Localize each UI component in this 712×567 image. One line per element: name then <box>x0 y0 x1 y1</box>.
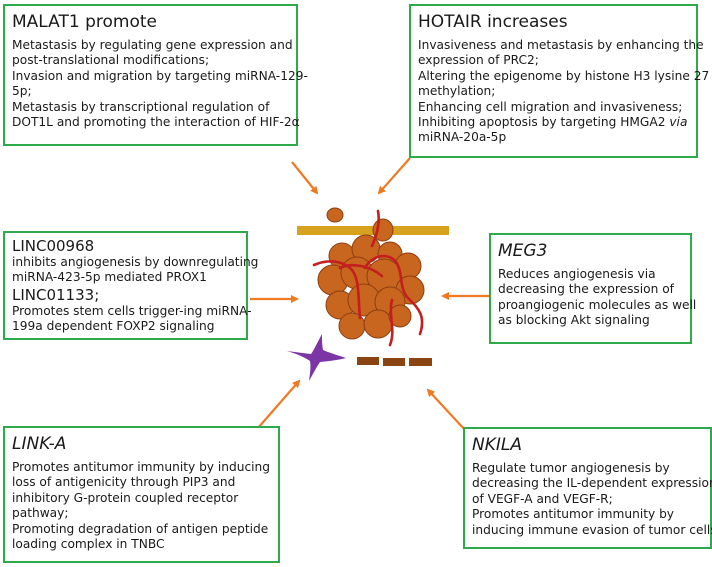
hotair-line-via: via <box>669 115 688 130</box>
linc-line: inhibits angiogenesis by downregulating <box>12 255 259 269</box>
brick <box>409 358 432 366</box>
arrow-linka <box>257 379 301 429</box>
nkila-line: Promotes antitumor immunity by <box>472 507 675 522</box>
meg3-line: decreasing the expression of <box>498 282 674 297</box>
arrow-malat1 <box>291 161 319 195</box>
linka-title: LINK-A <box>12 434 67 454</box>
linka-line: pathway; <box>12 506 69 521</box>
blood-vessels <box>312 209 424 347</box>
nkila-line: decreasing the IL-dependent expression <box>472 476 712 491</box>
malat1-line: Invasion and migration by targeting miRN… <box>12 68 308 83</box>
linc01133-title: LINC01133; <box>12 285 100 304</box>
star-cell <box>287 334 346 381</box>
hotair-line: miRNA-20a-5p <box>418 130 507 145</box>
meg3-title: MEG3 <box>498 241 548 261</box>
hotair-line-text: Inhibiting apoptosis by targeting HMGA2 <box>418 115 670 130</box>
brick <box>357 357 379 365</box>
nkila-line: inducing immune evasion of tumor cells <box>472 522 712 537</box>
hotair-line: expression of PRC2; <box>418 53 539 68</box>
malat1-line: 5p; <box>12 84 32 99</box>
hotair-box: HOTAIR increases Invasiveness and metast… <box>409 4 710 158</box>
linka-line: Promoting degradation of antigen peptide <box>12 521 269 536</box>
nkila-line: Regulate tumor angiogenesis by <box>472 461 670 475</box>
linka-line: loading complex in TNBC <box>12 537 165 552</box>
hotair-line: methylation; <box>418 84 496 99</box>
linc-line: miRNA-423-5p mediated PROX1 <box>12 270 207 285</box>
small-cell <box>326 207 344 223</box>
linc-box: LINC00968 inhibits angiogenesis by downr… <box>3 231 259 340</box>
malat1-line: Metastasis by transcriptional regulation… <box>12 99 270 114</box>
brick <box>383 358 405 366</box>
linka-line: Promotes antitumor immunity by inducing <box>12 460 271 474</box>
meg3-box: MEG3 Reduces angiogenesis via decreasing… <box>489 233 697 344</box>
hotair-line: Altering the epigenome by histone H3 lys… <box>418 68 710 83</box>
arrow-hotair <box>377 157 411 195</box>
nkila-title: NKILA <box>472 435 522 455</box>
nkila-box: NKILA Regulate tumor angiogenesis by dec… <box>463 427 712 549</box>
linka-box: LINK-A Promotes antitumor immunity by in… <box>3 426 280 563</box>
arrow-nkila <box>426 388 466 431</box>
linc-line: 199a dependent FOXP2 signaling <box>12 319 215 334</box>
linka-line: inhibitory G-protein coupled receptor <box>12 490 239 505</box>
malat1-box: MALAT1 promote Metastasis by regulating … <box>3 4 308 146</box>
hotair-line: Invasiveness and metastasis by enhancing… <box>418 38 704 52</box>
hotair-line: Enhancing cell migration and invasivenes… <box>418 99 683 114</box>
malat1-line: DOT1L and promoting the interaction of H… <box>12 115 300 130</box>
tumor-mass <box>317 234 425 340</box>
linka-line: loss of antigenicity through PIP3 and <box>12 475 236 490</box>
nkila-line: of VEGF-A and VEGF-R; <box>472 491 613 506</box>
malat1-title: MALAT1 promote <box>12 12 157 32</box>
hotair-title: HOTAIR increases <box>418 12 568 32</box>
linc-line: Promotes stem cells trigger-ing miRNA- <box>12 303 252 318</box>
meg3-line: proangiogenic molecules as well <box>498 297 697 312</box>
hotair-line: Inhibiting apoptosis by targeting HMGA2 … <box>418 115 689 130</box>
meg3-line: Reduces angiogenesis via <box>498 267 656 281</box>
linc00968-title: LINC00968 <box>12 237 95 255</box>
malat1-line: post-translational modifications; <box>12 53 210 68</box>
malat1-line: Metastasis by regulating gene expression… <box>12 38 293 52</box>
meg3-line: as blocking Akt signaling <box>498 313 650 328</box>
